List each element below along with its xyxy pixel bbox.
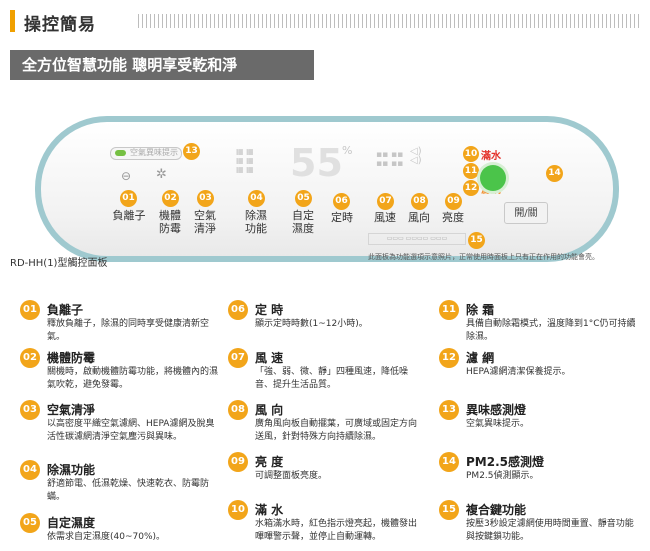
speaker-icon: ◁)◁) bbox=[410, 146, 422, 166]
combo-key-indicator: ▭▭▭ ▭▭▭▭ ▭▭▭ bbox=[368, 233, 466, 245]
feature-number: 01 bbox=[20, 300, 40, 320]
panel-note: 此面板為功能選項示意照片，正常使用時面板上只有正在作用的功能會亮。 bbox=[368, 253, 599, 261]
feature-number: 08 bbox=[228, 400, 248, 420]
feature-title: 除 霜 bbox=[466, 303, 495, 317]
section-title: 操控簡易 bbox=[24, 15, 96, 35]
feature-description: 關機時，啟動機體防霉功能，將機體內的濕氣吹乾，避免發霉。 bbox=[47, 367, 219, 390]
feature-title: 亮 度 bbox=[255, 455, 284, 469]
feature-description: 按壓3秒設定濾網使用時間重置、靜音功能與按鍵鎖功能。 bbox=[466, 519, 634, 542]
mold-icon: ✲ bbox=[156, 167, 167, 182]
feature-number: 07 bbox=[228, 348, 248, 368]
marker-02: 02 bbox=[162, 190, 179, 207]
feature-number: 13 bbox=[439, 400, 459, 420]
header-accent-bar bbox=[10, 10, 15, 32]
display-ghost-icons: ▦ ▦▦ ▦▦ ▦ bbox=[236, 147, 254, 174]
panel-label-dehumidify: 除濕功能 bbox=[245, 209, 267, 235]
marker-05: 05 bbox=[295, 190, 312, 207]
feature-title: 風 速 bbox=[255, 351, 284, 365]
panel-label-ion: 負離子 bbox=[112, 209, 146, 222]
feature-description: 水箱滿水時，紅色指示燈亮起，機體發出嗶嗶警示聲，並停止自動運轉。 bbox=[255, 519, 418, 542]
marker-07: 07 bbox=[377, 193, 394, 210]
feature-number: 03 bbox=[20, 400, 40, 420]
feature-number: 10 bbox=[228, 500, 248, 520]
feature-number: 12 bbox=[439, 348, 459, 368]
odor-indicator-label: 空氣異味提示 bbox=[130, 148, 178, 157]
feature-title: 滿 水 bbox=[255, 503, 284, 517]
feature-number: 06 bbox=[228, 300, 248, 320]
feature-number: 11 bbox=[439, 300, 459, 320]
panel-label-fan-direction: 風向 bbox=[408, 211, 430, 224]
feature-title: 風 向 bbox=[255, 403, 284, 417]
banner: 全方位智慧功能 聰明享受乾和淨 bbox=[10, 50, 314, 80]
feature-description: 具備自動除霜模式，溫度降到1°C仍可持續除濕。 bbox=[466, 319, 636, 342]
panel-label-mold: 機體防霉 bbox=[159, 209, 181, 235]
control-panel bbox=[35, 116, 619, 262]
marker-09: 09 bbox=[445, 193, 462, 210]
feature-description: 空氣異味提示。 bbox=[466, 419, 530, 429]
feature-title: 機體防霉 bbox=[47, 351, 96, 365]
feature-title: 濾 網 bbox=[466, 351, 495, 365]
header-divider-pattern bbox=[138, 14, 642, 28]
feature-title: 自定濕度 bbox=[47, 516, 96, 530]
marker-06: 06 bbox=[333, 193, 350, 210]
control-panel-face bbox=[41, 122, 613, 256]
panel-label-humidity: 自定濕度 bbox=[292, 209, 314, 235]
feature-number: 09 bbox=[228, 452, 248, 472]
feature-title: 異味感測燈 bbox=[466, 403, 527, 417]
feature-description: 以高密度平織空氣濾網、HEPA濾網及脫臭活性碳濾網清淨空氣塵污與異味。 bbox=[47, 419, 215, 442]
marker-13: 13 bbox=[183, 143, 200, 160]
marker-04: 04 bbox=[248, 190, 265, 207]
percent-icon: % bbox=[342, 144, 353, 157]
feature-number: 02 bbox=[20, 348, 40, 368]
marker-03: 03 bbox=[197, 190, 214, 207]
feature-description: HEPA濾網清潔保養提示。 bbox=[466, 367, 571, 377]
model-caption: RD-HH(1)型觸控面板 bbox=[10, 258, 108, 269]
feature-number: 14 bbox=[439, 452, 459, 472]
panel-label-purify: 空氣清淨 bbox=[194, 209, 216, 235]
status-full-water: 滿水 bbox=[481, 151, 501, 162]
feature-title: 複合鍵功能 bbox=[466, 503, 527, 517]
feature-title: 負離子 bbox=[47, 303, 84, 317]
digital-display: 55 bbox=[290, 141, 343, 185]
feature-description: 釋放負離子，除濕的同時享受健康清新空氣。 bbox=[47, 319, 210, 342]
feature-description: 舒適節電、低濕乾燥、快速乾衣、防霉防蟎。 bbox=[47, 479, 210, 502]
feature-number: 15 bbox=[439, 500, 459, 520]
feature-description: 顯示定時時數(1~12小時)。 bbox=[255, 319, 368, 329]
panel-label-fan-speed: 風速 bbox=[374, 211, 396, 224]
section-header: 操控簡易 bbox=[10, 8, 642, 36]
odor-indicator-light bbox=[115, 150, 126, 156]
marker-11: 11 bbox=[463, 163, 479, 179]
feature-description: 依需求自定濕度(40~70%)。 bbox=[47, 532, 166, 542]
feature-title: PM2.5感測燈 bbox=[466, 455, 544, 469]
ion-icon: ⊖ bbox=[121, 169, 132, 183]
pm25-indicator-light bbox=[480, 165, 506, 191]
feature-title: 除濕功能 bbox=[47, 463, 96, 477]
feature-number: 04 bbox=[20, 460, 40, 480]
panel-label-brightness: 亮度 bbox=[442, 211, 464, 224]
marker-08: 08 bbox=[411, 193, 428, 210]
feature-title: 定 時 bbox=[255, 303, 284, 317]
panel-label-timer: 定時 bbox=[331, 211, 353, 224]
fan-speed-ghost: ▪▪ ▪▪▪▪ ▪▪ bbox=[376, 150, 404, 169]
power-button[interactable]: 開/關 bbox=[504, 202, 548, 224]
odor-indicator: 空氣異味提示 bbox=[110, 147, 182, 160]
marker-14: 14 bbox=[546, 165, 563, 182]
feature-title: 空氣清淨 bbox=[47, 403, 96, 417]
feature-description: 廣角風向板自動擺葉，可廣域或固定方向送風，針對特殊方向持續除濕。 bbox=[255, 419, 418, 442]
marker-10: 10 bbox=[463, 146, 479, 162]
marker-15: 15 bbox=[468, 232, 485, 249]
feature-number: 05 bbox=[20, 513, 40, 533]
feature-description: PM2.5偵測顯示。 bbox=[466, 471, 539, 481]
marker-01: 01 bbox=[120, 190, 137, 207]
marker-12: 12 bbox=[463, 180, 479, 196]
feature-description: 「強、弱、微、靜」四種風速，降低噪音、提升生活品質。 bbox=[255, 367, 409, 390]
feature-description: 可調整面板亮度。 bbox=[255, 471, 328, 481]
